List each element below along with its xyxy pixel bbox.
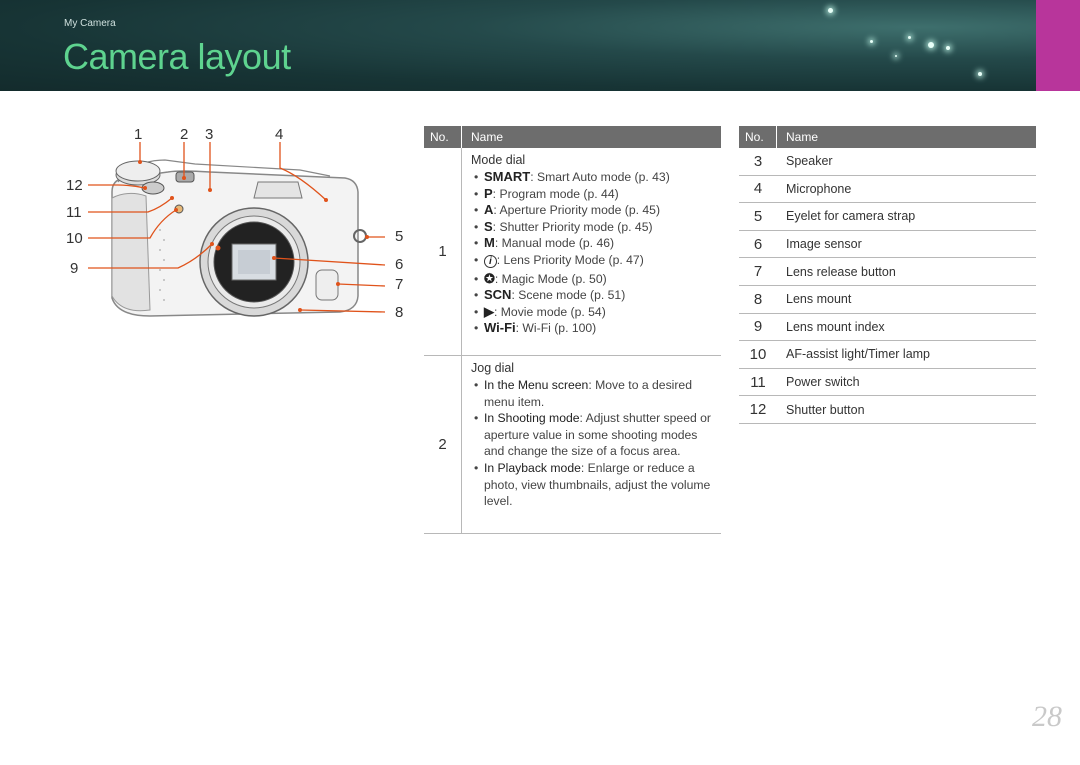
list-item: S: Shutter Priority mode (p. 45) [471,219,713,236]
callout-label: 11 [66,204,82,221]
aperture-mode-icon: A [484,202,494,218]
table-row: 3 Speaker [739,148,1036,176]
part-name: Mode dial [471,153,526,167]
list-item: In the Menu screen: Move to a desired me… [471,377,713,410]
camera-illustration: 1 2 3 4 12 11 10 9 5 6 7 8 [0,120,420,360]
col-no-header: No. [739,126,777,148]
camera-drawing [111,159,367,317]
magic-mode-icon: ✪ [484,270,495,286]
callout-label: 5 [395,228,404,245]
table-row: 5 Eyelet for camera strap [739,203,1036,231]
list-item: A: Aperture Priority mode (p. 45) [471,202,713,219]
page-header: My Camera Camera layout [0,0,1080,91]
list-item: ▶︎: Movie mode (p. 54) [471,304,713,321]
callout-label: 8 [395,304,404,321]
row-number: 6 [753,235,763,253]
part-name: Jog dial [471,361,515,375]
table-row: 2 Jog dial In the Menu screen: Move to a… [424,356,721,534]
col-no-header: No. [424,126,462,148]
table-row: 8 Lens mount [739,286,1036,314]
part-name: Microphone [786,181,852,196]
callout-lines [88,142,386,313]
callout-label: 10 [66,230,83,247]
table-row: 7 Lens release button [739,258,1036,286]
row-number: 1 [424,148,462,355]
part-name: Shutter button [786,402,865,417]
list-item: Wi-Fi: Wi-Fi (p. 100) [471,320,713,337]
chapter-tab [1036,0,1080,91]
table-row: 6 Image sensor [739,231,1036,259]
callout-label: 7 [395,276,404,293]
callout-label: 1 [134,126,143,143]
row-number: 11 [750,373,766,391]
manual-mode-icon: M [484,235,495,251]
part-name: AF-assist light/Timer lamp [786,347,931,362]
callout-label: 6 [395,256,404,273]
row-number: 2 [424,356,462,533]
scene-mode-icon: SCN [484,287,512,303]
table-row: 4 Microphone [739,176,1036,204]
row-number: 9 [753,318,763,336]
wifi-mode-icon: Wi-Fi [484,320,516,336]
sparkle-decoration [895,55,897,57]
table-row: 11 Power switch [739,369,1036,397]
table-row: 9 Lens mount index [739,314,1036,342]
row-number: 4 [753,180,763,198]
sparkle-decoration [828,8,833,13]
part-name: Eyelet for camera strap [786,209,916,224]
sparkle-decoration [908,36,911,39]
table-row: 12 Shutter button [739,396,1036,424]
list-item: P: Program mode (p. 44) [471,186,713,203]
row-number: 5 [753,207,763,225]
list-item: In Playback mode: Enlarge or reduce a ph… [471,460,713,510]
callout-label: 2 [180,126,189,143]
col-name-header: Name [786,130,819,144]
parts-table-2: No. Name 3 Speaker 4 Microphone 5 Eyelet fo… [739,126,1036,424]
part-name: Image sensor [786,237,862,252]
callout-label: 9 [70,260,79,277]
shutter-mode-icon: S [484,218,493,234]
movie-mode-icon: ▶︎ [484,303,494,319]
list-item: i: Lens Priority Mode (p. 47) [471,252,713,271]
list-item: ✪: Magic Mode (p. 50) [471,271,713,288]
callout-label: 3 [205,126,214,143]
list-item: SMART: Smart Auto mode (p. 43) [471,169,713,186]
section-label: My Camera [64,18,116,29]
part-name: Speaker [786,154,833,169]
list-item: M: Manual mode (p. 46) [471,235,713,252]
smart-mode-icon: SMART [484,169,531,184]
list-item: In Shooting mode: Adjust shutter speed o… [471,410,713,460]
parts-table-1: No. Name 1 Mode dial SMART: Smart Auto m… [424,126,721,534]
table-header: No. Name [424,126,721,148]
part-name: Power switch [786,375,860,390]
row-number: 7 [753,263,763,281]
table-row: 1 Mode dial SMART: Smart Auto mode (p. 4… [424,148,721,356]
row-number: 10 [749,345,767,363]
sparkle-decoration [928,42,934,48]
jog-dial-list: In the Menu screen: Move to a desired me… [471,377,713,510]
part-name: Lens mount index [786,319,885,334]
part-name: Lens mount [786,292,852,307]
page-number: 28 [1032,700,1062,733]
part-name: Lens release button [786,264,896,279]
page-title: Camera layout [63,36,291,77]
col-name-header: Name [471,130,504,144]
sparkle-decoration [870,40,873,43]
row-number: 8 [753,290,763,308]
sparkle-decoration [946,46,950,50]
table-header: No. Name [739,126,1036,148]
lens-priority-icon: i [484,254,497,268]
row-number: 3 [753,152,763,170]
callout-label: 12 [66,177,83,194]
program-mode-icon: P [484,185,493,201]
sparkle-decoration [978,72,982,76]
mode-list: SMART: Smart Auto mode (p. 43) P: Progra… [471,169,713,337]
row-number: 12 [749,401,767,419]
list-item: SCN: Scene mode (p. 51) [471,287,713,304]
callout-label: 4 [275,126,284,143]
table-row: 10 AF-assist light/Timer lamp [739,341,1036,369]
